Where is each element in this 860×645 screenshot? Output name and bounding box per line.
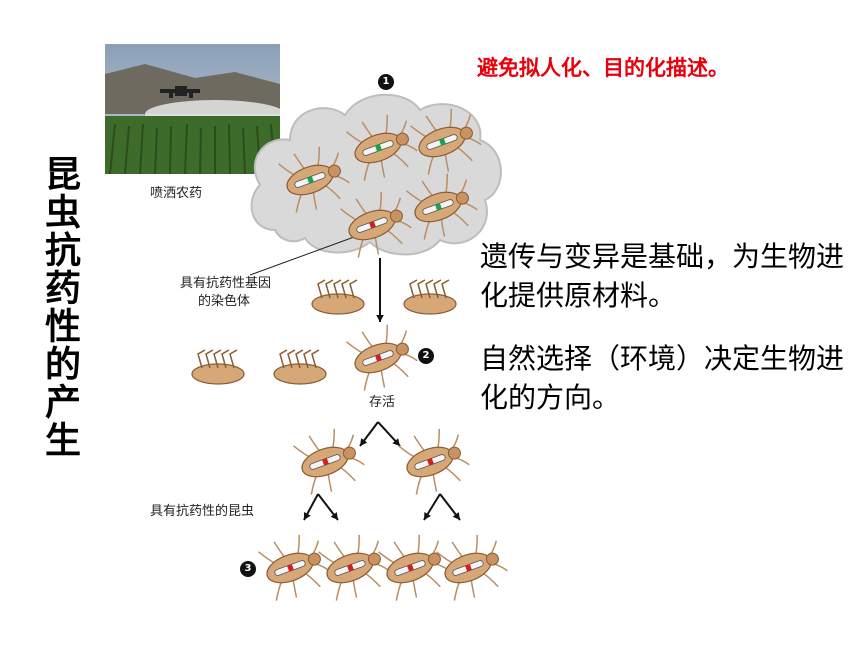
- arrow-branch: [304, 494, 318, 520]
- insect-resistant-in-cloud: [339, 184, 416, 261]
- resistant-insect: [292, 421, 369, 498]
- arrow-branch-right: [378, 422, 400, 446]
- arrow-branch-left: [360, 422, 378, 446]
- insect-in-cloud: [409, 101, 486, 178]
- offspring-insect: [435, 527, 512, 604]
- insect-in-cloud: [405, 166, 482, 243]
- insect-in-cloud: [345, 107, 422, 184]
- arrow-branch: [318, 494, 338, 520]
- dead-insect: [404, 280, 456, 314]
- arrow-branch: [424, 494, 440, 520]
- dead-insect: [192, 350, 244, 384]
- offspring-insect: [377, 527, 454, 604]
- surviving-insect: [345, 317, 422, 394]
- arrow-down: [376, 258, 384, 322]
- offspring-insect: [317, 527, 394, 604]
- dead-insect: [312, 280, 364, 314]
- resistant-insect: [397, 421, 474, 498]
- insect-in-cloud: [277, 139, 354, 216]
- arrow-branch: [440, 494, 460, 520]
- dead-insect: [274, 350, 326, 384]
- offspring-insect: [257, 527, 334, 604]
